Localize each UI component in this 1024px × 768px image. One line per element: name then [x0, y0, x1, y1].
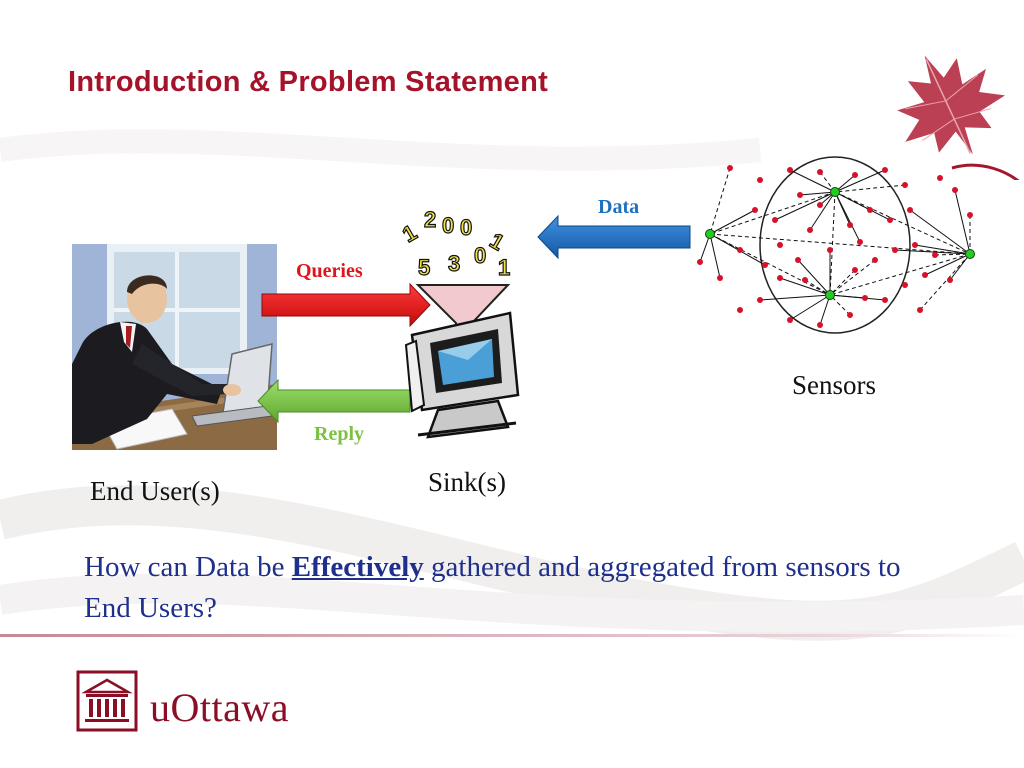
sink-computer-funnel-icon: 1 2 0 0 1 5 3 0 1 [398, 205, 526, 445]
sensor-node [807, 227, 813, 233]
end-user-label: End User(s) [90, 476, 220, 507]
sink-label: Sink(s) [428, 467, 506, 498]
sensor-link [925, 254, 970, 275]
sensor-node [967, 212, 973, 218]
sensor-node [952, 187, 958, 193]
data-arrow [536, 214, 692, 260]
sensor-node [852, 172, 858, 178]
sensor-node [757, 177, 763, 183]
sensor-link [710, 192, 835, 234]
sensor-link [710, 210, 755, 234]
sensor-node [795, 257, 801, 263]
sensor-node [887, 217, 893, 223]
cluster-head-node [826, 291, 835, 300]
sensor-node [817, 202, 823, 208]
sensor-node [882, 167, 888, 173]
svg-text:1: 1 [486, 228, 509, 256]
svg-text:0: 0 [442, 213, 454, 238]
sensor-node [802, 277, 808, 283]
svg-text:0: 0 [474, 243, 486, 268]
reply-arrow [256, 378, 412, 424]
sensor-node [717, 275, 723, 281]
sensor-node [737, 247, 743, 253]
sensor-node [902, 182, 908, 188]
sensor-node [907, 207, 913, 213]
svg-text:5: 5 [418, 255, 430, 280]
sensor-link [710, 234, 720, 278]
uottawa-wordmark: uOttawa [150, 684, 289, 731]
sensor-link [790, 295, 830, 320]
sensor-node [772, 217, 778, 223]
sensor-link [835, 170, 885, 192]
question-text-before: How can Data be [84, 551, 292, 583]
data-label: Data [598, 196, 639, 219]
sensor-node [762, 262, 768, 268]
sensor-node [787, 317, 793, 323]
sensor-node [917, 307, 923, 313]
sensor-link [710, 234, 830, 295]
sensor-node [862, 295, 868, 301]
sensor-node [922, 272, 928, 278]
sensor-node [857, 239, 863, 245]
cluster-head-node [831, 188, 840, 197]
sensor-network-icon [680, 150, 980, 340]
sensor-link [920, 254, 970, 310]
sensor-node [817, 169, 823, 175]
slide-title: Introduction & Problem Statement [68, 66, 548, 99]
sensor-node [937, 175, 943, 181]
sensor-link [835, 192, 970, 254]
sensor-node [892, 247, 898, 253]
sensor-link [710, 168, 730, 234]
business-man-laptop-icon [72, 244, 277, 450]
sensor-node [847, 312, 853, 318]
svg-text:3: 3 [448, 251, 460, 276]
sensor-link [830, 260, 875, 295]
sensor-node [947, 277, 953, 283]
sensor-link [830, 270, 855, 295]
sensor-node [697, 259, 703, 265]
footer-divider [0, 634, 1024, 637]
sensor-node [727, 165, 733, 171]
sensor-node [882, 297, 888, 303]
sensor-node [777, 242, 783, 248]
svg-text:2: 2 [424, 207, 436, 232]
sensor-link [790, 170, 835, 192]
sensor-node [737, 307, 743, 313]
sensor-node [867, 207, 873, 213]
sensor-node [847, 222, 853, 228]
sensor-link [710, 234, 970, 254]
sensor-link [835, 192, 850, 225]
sensor-node [787, 167, 793, 173]
svg-text:0: 0 [460, 215, 472, 240]
sensor-node [752, 207, 758, 213]
sensor-node [757, 297, 763, 303]
sensor-node [872, 257, 878, 263]
sensor-node [827, 247, 833, 253]
svg-text:1: 1 [498, 255, 510, 280]
sensor-node [797, 192, 803, 198]
reply-label: Reply [314, 423, 364, 446]
problem-question: How can Data be Effectively gathered and… [84, 547, 944, 629]
sensors-label: Sensors [792, 370, 876, 401]
sensor-link [830, 295, 885, 300]
sensor-node [912, 242, 918, 248]
sensor-link [760, 295, 830, 300]
cluster-head-node [966, 250, 975, 259]
sensor-node [777, 275, 783, 281]
sensor-node [932, 252, 938, 258]
queries-label: Queries [296, 260, 363, 283]
sensor-node [852, 267, 858, 273]
uottawa-building-logo-icon [76, 670, 138, 732]
question-emphasis: Effectively [292, 551, 424, 583]
svg-text:1: 1 [398, 220, 421, 248]
cluster-head-node [706, 230, 715, 239]
sensor-node [817, 322, 823, 328]
sensor-node [902, 282, 908, 288]
